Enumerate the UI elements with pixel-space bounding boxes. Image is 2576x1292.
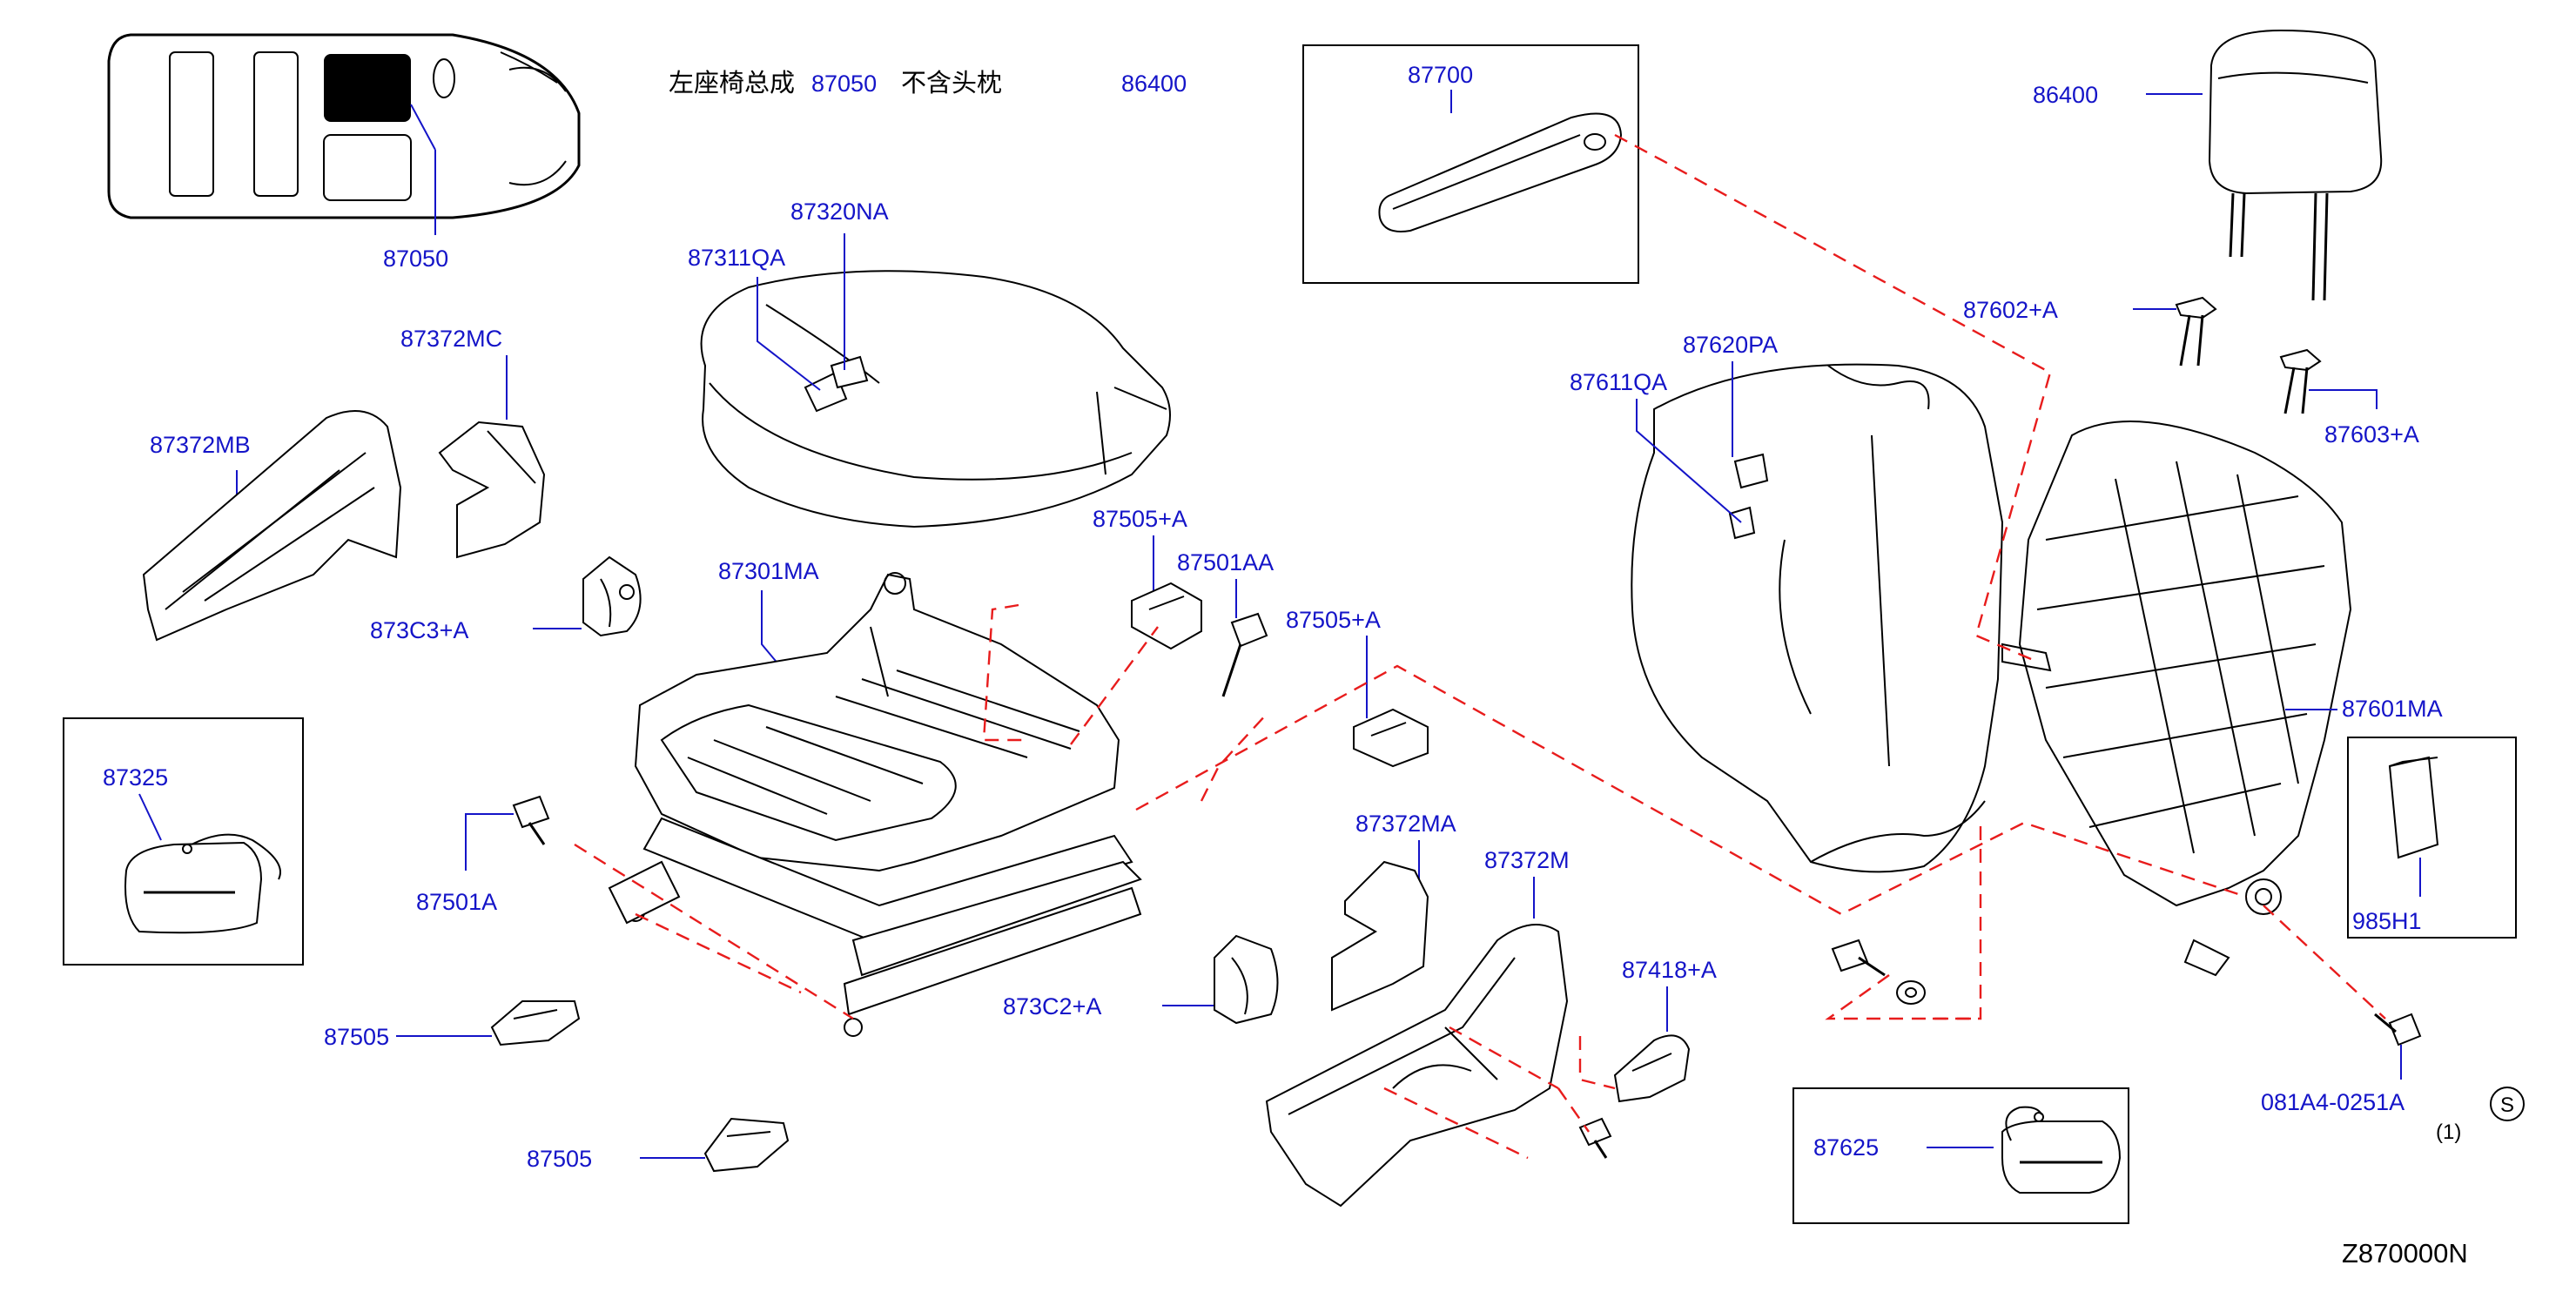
label-87320NA: 87320NA (790, 199, 889, 225)
headrest-part (2208, 29, 2383, 301)
sensor-985H1 (2388, 756, 2439, 859)
label-081A4-0251A: 081A4-0251A (2261, 1089, 2404, 1115)
label-87625: 87625 (1813, 1134, 1879, 1161)
label-87372MC: 87372MC (400, 326, 502, 352)
trim-87372MA (1331, 860, 1429, 1012)
assembly-note: 不含头枕 (901, 69, 1002, 98)
diagram-id: Z870000N (2342, 1238, 2468, 1268)
vehicle-location-key (107, 33, 581, 235)
clip-873C2A (1214, 934, 1279, 1025)
label-86400: 86400 (2033, 82, 2098, 108)
label-87601MA: 87601MA (2342, 696, 2443, 722)
label-87301MA: 87301MA (718, 558, 819, 584)
label-87372MA: 87372MA (1355, 811, 1456, 837)
bolt-mid-right (1831, 939, 1886, 977)
quantity-note: (1) (2436, 1120, 2461, 1144)
bolt-87501AA (1221, 612, 1268, 697)
rail-cap-87505A-2 (1353, 708, 1429, 768)
label-87603A: 87603+A (2324, 421, 2419, 447)
washer-mid-right (1896, 980, 1926, 1005)
symbol-circle (2490, 1087, 2525, 1121)
label-87050: 87050 (383, 246, 448, 272)
label-87505-2: 87505 (527, 1146, 592, 1172)
label-87501A: 87501A (416, 889, 497, 915)
label-87501AA: 87501AA (1177, 549, 1274, 575)
guide-87603A (2279, 348, 2322, 414)
rail-cap-87505-1 (490, 1000, 581, 1046)
label-985H1: 985H1 (2352, 908, 2422, 934)
label-87611QA: 87611QA (1570, 369, 1667, 395)
label-87372MB: 87372MB (150, 432, 251, 458)
label-87620PA: 87620PA (1683, 332, 1778, 358)
label-873C2A: 873C2+A (1003, 993, 1101, 1019)
label-87325: 87325 (103, 764, 168, 791)
label-87700: 87700 (1408, 62, 1473, 88)
seat-frame-87301MA (608, 572, 1142, 1037)
trim-87372M (1265, 924, 1569, 1208)
label-87505-1: 87505 (324, 1024, 389, 1050)
sensor-inset-box (2347, 737, 2517, 939)
label-87372M: 87372M (1484, 847, 1570, 873)
label-87602A: 87602+A (1963, 297, 2058, 323)
bolt-081A4-0251A (2374, 1013, 2422, 1046)
lever-87418A (1613, 1034, 1691, 1103)
guide-87602A (2175, 296, 2217, 367)
assembly-code: 87050 (811, 71, 877, 97)
trim-87372MB (142, 410, 402, 642)
seat-cushion-pad (700, 270, 1171, 528)
bolt-87501A (512, 795, 550, 845)
screw-lever (1578, 1117, 1612, 1159)
armrest-inset-box (1302, 44, 1639, 284)
trim-87372MC (438, 421, 546, 559)
armrest-part (1378, 112, 1623, 232)
symbol-s: S (2500, 1093, 2514, 1117)
harness-inset-box (1792, 1087, 2129, 1224)
label-873C3A: 873C3+A (370, 617, 468, 643)
clip-873C3A (582, 555, 642, 637)
assembly-title: 左座椅总成 (669, 69, 795, 98)
seat-back-pad (1631, 363, 2004, 873)
label-87311QA: 87311QA (688, 245, 785, 271)
heater-inset-box (63, 717, 304, 966)
back-frame-87601MA (2001, 421, 2352, 977)
heater-pad-87325 (124, 833, 281, 934)
label-86400-header: 86400 (1121, 71, 1187, 97)
harness-87625 (2001, 1106, 2122, 1194)
selected-seat-marker (324, 54, 411, 122)
rail-cap-87505A-1 (1131, 582, 1202, 650)
label-87505A-2: 87505+A (1286, 607, 1381, 633)
rail-cap-87505-2 (703, 1117, 790, 1173)
label-87505A-1: 87505+A (1093, 506, 1187, 532)
label-87418A: 87418+A (1622, 957, 1717, 983)
assembly-lines (574, 133, 2386, 1160)
